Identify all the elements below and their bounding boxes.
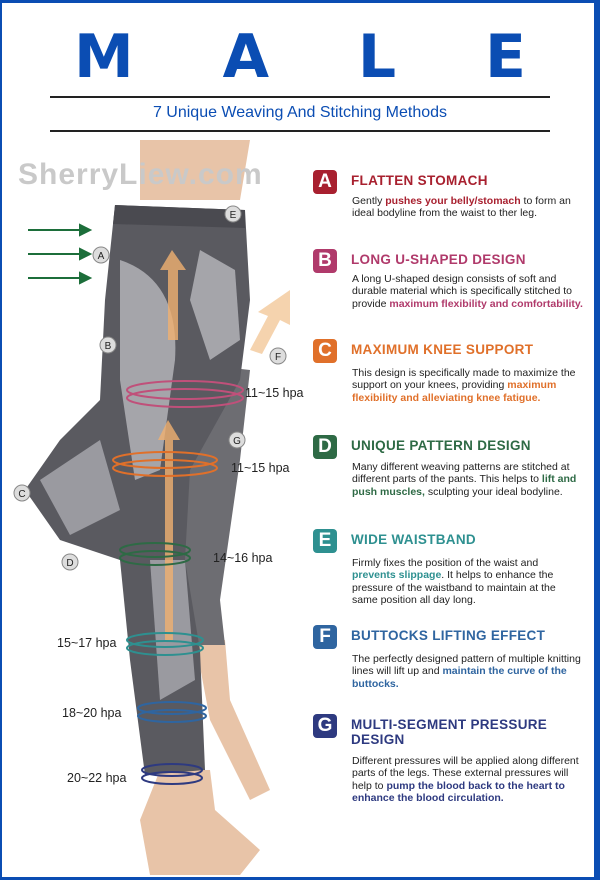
pressure-label: 20~22 hpa <box>67 771 127 785</box>
section-heading: BUTTOCKS LIFTING EFFECT <box>351 628 546 643</box>
pressure-label: 18~20 hpa <box>62 706 122 720</box>
watermark: SherryLiew.com <box>18 158 263 191</box>
svg-text:B: B <box>105 341 112 352</box>
badge-f: F <box>313 625 337 649</box>
svg-text:C: C <box>18 489 25 500</box>
section-heading: FLATTEN STOMACH <box>351 173 488 188</box>
marker-b: B <box>99 336 117 354</box>
page-title: M A L E <box>73 22 561 92</box>
section-body: Many different weaving patterns are stit… <box>352 461 577 498</box>
pressure-label: 11~15 hpa <box>245 386 304 400</box>
marker-c: C <box>13 484 31 502</box>
badge-b: B <box>313 249 337 273</box>
section-body: A long U-shaped design consists of soft … <box>352 273 583 310</box>
badge-a: A <box>313 170 337 194</box>
badge-c: C <box>313 339 337 363</box>
marker-f: F <box>269 347 287 365</box>
marker-g: G <box>228 431 246 449</box>
section-heading: MAXIMUM KNEE SUPPORT <box>351 342 534 357</box>
section-heading: WIDE WAISTBAND <box>351 532 476 547</box>
svg-text:G: G <box>233 436 241 447</box>
pressure-label: 15~17 hpa <box>57 636 117 650</box>
marker-e: E <box>224 205 242 223</box>
section-body: This design is specifically made to maxi… <box>352 367 576 404</box>
badge-e: E <box>313 529 337 553</box>
pressure-label: 14~16 hpa <box>213 551 273 565</box>
svg-text:A: A <box>98 251 105 262</box>
marker-d: D <box>61 553 79 571</box>
svg-text:F: F <box>275 352 281 363</box>
svg-text:E: E <box>230 210 237 221</box>
badge-g: G <box>313 714 337 738</box>
divider <box>50 96 550 98</box>
pressure-label: 11~15 hpa <box>231 461 290 475</box>
marker-a: A <box>92 246 110 264</box>
subtitle: 7 Unique Weaving And Stitching Methods <box>152 104 448 121</box>
section-heading: MULTI-SEGMENT PRESSURE DESIGN <box>351 717 548 747</box>
leggings-illustration: A B C D E F G <box>13 140 290 875</box>
section-body: The perfectly designed pattern of multip… <box>352 653 581 690</box>
section-body: Gently pushes your belly/stomach to form… <box>352 195 571 220</box>
section-heading: UNIQUE PATTERN DESIGN <box>351 438 531 453</box>
section-body: Firmly fixes the position of the waist a… <box>352 557 556 606</box>
section-body: Different pressures will be applied alon… <box>352 755 579 804</box>
divider <box>50 130 550 132</box>
svg-text:D: D <box>66 558 73 569</box>
badge-d: D <box>313 435 337 459</box>
section-heading: LONG U-SHAPED DESIGN <box>351 252 526 267</box>
